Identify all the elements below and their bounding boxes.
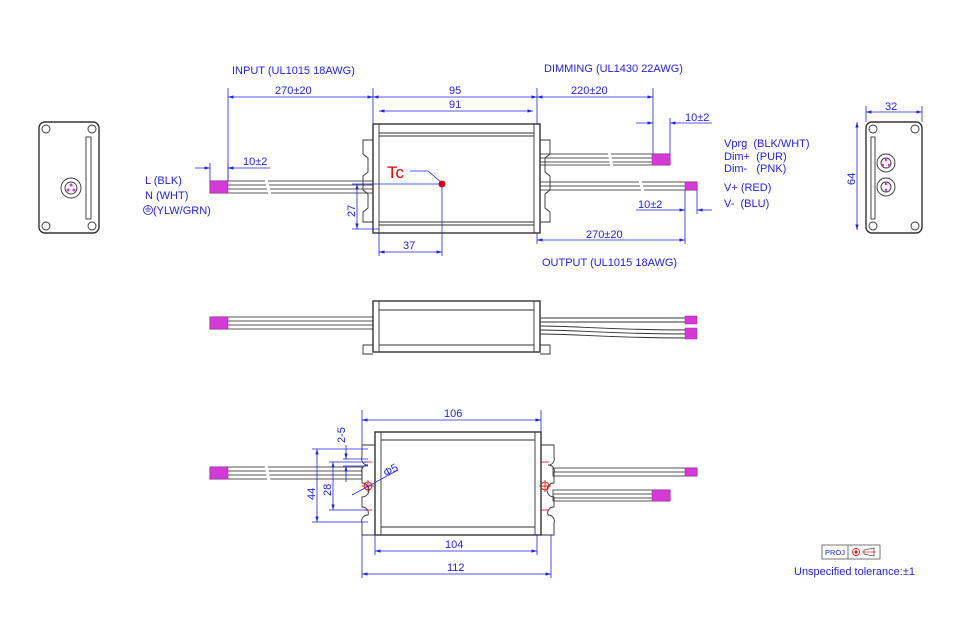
slot-dim: 2-5 bbox=[336, 427, 348, 443]
output-length-dim: 270±20 bbox=[586, 229, 623, 241]
bottom-view: 106 104 112 44 28 2-5 Φ5 bbox=[209, 408, 698, 578]
tc-y-dim: 27 bbox=[346, 205, 358, 217]
end-height-dim: 64 bbox=[846, 173, 858, 185]
dimming-label: DIMMING (UL1430 22AWG) bbox=[544, 63, 683, 75]
case-length-dim: 95 bbox=[449, 85, 461, 97]
hole-inner-dim: 28 bbox=[322, 484, 334, 496]
hole-outer-dim: 44 bbox=[306, 488, 318, 500]
side-view bbox=[209, 300, 698, 355]
case-inner-dim: 91 bbox=[449, 99, 461, 111]
dimming-connector-icon bbox=[876, 153, 896, 173]
tc-x-dim: 37 bbox=[403, 240, 415, 252]
output-wire-vprg: Vprg (BLK/WHT) bbox=[724, 138, 810, 150]
body-bottom-dim: 104 bbox=[445, 539, 463, 551]
input-wire-n: N (WHT) bbox=[145, 190, 188, 202]
dimming-length-dim: 220±20 bbox=[571, 85, 608, 97]
tc-label: Tc bbox=[387, 163, 405, 182]
output-wire-vminus: V- (BLU) bbox=[724, 198, 769, 210]
output-wire-vplus: V+ (RED) bbox=[724, 182, 771, 194]
left-end-view bbox=[38, 121, 100, 234]
input-wire-ground: (YLW/GRN) bbox=[153, 205, 211, 217]
right-end-view: 32 64 bbox=[846, 101, 923, 234]
output-wire-dim-minus: Dim- (PNK) bbox=[724, 163, 786, 175]
input-label: INPUT (UL1015 18AWG) bbox=[232, 65, 355, 77]
tolerance-note: Unspecified tolerance:±1 bbox=[794, 566, 915, 578]
mount-span-dim: 106 bbox=[444, 408, 462, 420]
proj-label: PROJ bbox=[825, 548, 845, 557]
input-wire-l: L (BLK) bbox=[145, 175, 182, 187]
input-strip-dim: 10±2 bbox=[243, 156, 267, 168]
output-wire-dim-plus: Dim+ (PUR) bbox=[724, 151, 787, 163]
dimming-wire-ends bbox=[651, 153, 671, 166]
projection-symbol: PROJ bbox=[821, 544, 881, 560]
ground-icon bbox=[143, 205, 153, 215]
output-label: OUTPUT (UL1015 18AWG) bbox=[542, 257, 677, 269]
dimming-strip-dim: 10±2 bbox=[685, 112, 709, 124]
input-wire-ends bbox=[209, 180, 229, 194]
end-width-dim: 32 bbox=[885, 101, 897, 113]
input-length-dim: 270±20 bbox=[275, 85, 312, 97]
output-wire-ends bbox=[684, 181, 698, 191]
top-view: Tc 270±20 95 91 220±20 10±2 10±2 10±2 27… bbox=[143, 63, 810, 269]
output-connector-icon bbox=[876, 177, 896, 197]
output-strip-dim: 10±2 bbox=[638, 199, 662, 211]
flange-total-dim: 112 bbox=[447, 562, 465, 574]
input-connector-icon bbox=[60, 177, 82, 199]
